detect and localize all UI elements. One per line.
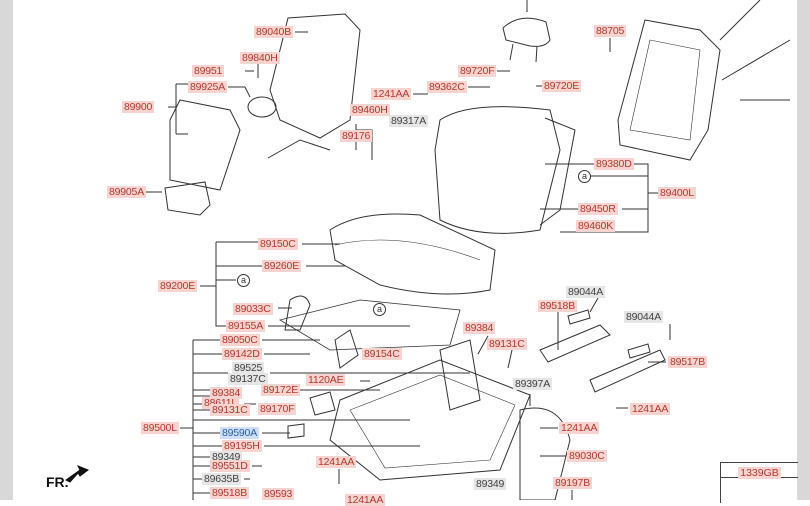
rear-seatback-part: [434, 106, 576, 234]
part-label[interactable]: 89905A: [107, 186, 147, 198]
part-label[interactable]: 89720E: [542, 80, 582, 92]
seat-frame-part: [278, 299, 531, 481]
viewer-left-edge: [0, 0, 13, 500]
part-label[interactable]: 89195H: [222, 440, 262, 452]
legend-box: 1339GB: [720, 462, 798, 503]
callout-a-marker: a: [237, 274, 250, 287]
part-label[interactable]: 89951: [192, 65, 225, 77]
seat-cushion-part: [329, 213, 496, 295]
part-label-selected[interactable]: 89590A: [220, 427, 260, 439]
part-label[interactable]: 89050C: [220, 334, 260, 346]
part-label[interactable]: 89518B: [210, 487, 250, 499]
part-label[interactable]: 89460K: [576, 220, 616, 232]
part-label[interactable]: 89033C: [233, 303, 273, 315]
part-label[interactable]: 1241AA: [630, 403, 671, 415]
part-label[interactable]: 89460H: [350, 104, 390, 116]
part-label[interactable]: 89131C: [487, 338, 527, 350]
part-label[interactable]: 89044A: [566, 286, 606, 298]
part-label[interactable]: 1241AA: [559, 422, 600, 434]
part-label[interactable]: 89260E: [262, 260, 302, 272]
viewer-right-edge: [797, 0, 810, 500]
part-label[interactable]: 89840H: [240, 52, 280, 64]
part-label[interactable]: 89349: [474, 478, 507, 490]
part-label[interactable]: 89525: [232, 362, 265, 374]
part-label[interactable]: 89551D: [210, 460, 250, 472]
part-label[interactable]: 89200E: [158, 280, 198, 292]
part-label[interactable]: 1241AA: [371, 88, 412, 100]
part-label[interactable]: 1120AE: [306, 374, 346, 386]
legend-box-label[interactable]: 1339GB: [738, 467, 781, 479]
part-label[interactable]: 89172E: [261, 384, 301, 396]
part-label[interactable]: 89142D: [222, 348, 262, 360]
part-label[interactable]: 89450R: [578, 203, 618, 215]
part-label[interactable]: 89720F: [458, 65, 497, 77]
part-label[interactable]: 89925A: [188, 81, 228, 93]
center-armrest-part: [267, 13, 361, 159]
part-label[interactable]: 89900: [122, 101, 155, 113]
part-label[interactable]: 89176: [340, 130, 373, 142]
part-label[interactable]: 89197B: [553, 477, 593, 489]
part-label[interactable]: 89384: [210, 387, 243, 399]
part-label[interactable]: 89150C: [258, 238, 298, 250]
part-label[interactable]: 89154C: [362, 348, 402, 360]
part-label[interactable]: 89362C: [427, 81, 467, 93]
fr-arrow-icon: [65, 465, 90, 483]
recliner-part: [439, 339, 571, 500]
part-label[interactable]: 1241AA: [316, 456, 357, 468]
callout-a-marker: a: [578, 170, 591, 183]
part-label[interactable]: 89131C: [210, 404, 250, 416]
part-label[interactable]: 89518B: [538, 300, 578, 312]
part-label[interactable]: 89384: [463, 322, 496, 334]
part-label[interactable]: 89040B: [254, 26, 294, 38]
callout-a-marker: a: [373, 303, 386, 316]
part-label[interactable]: 89400L: [658, 187, 696, 199]
part-label[interactable]: 89030C: [567, 450, 607, 462]
part-label[interactable]: 89635B: [202, 473, 242, 485]
part-label[interactable]: 89517B: [668, 356, 708, 368]
part-label[interactable]: 89137C: [228, 373, 268, 385]
part-label[interactable]: 89593: [262, 488, 295, 500]
part-label[interactable]: 89317A: [389, 115, 429, 127]
part-label[interactable]: 89500L: [141, 422, 179, 434]
side-cover-parts: [284, 295, 359, 439]
part-label[interactable]: 89155A: [226, 320, 266, 332]
part-label[interactable]: 89044A: [624, 311, 664, 323]
part-label[interactable]: 89380D: [594, 158, 634, 170]
part-label[interactable]: 1241AA: [345, 494, 386, 506]
part-label[interactable]: 88705: [594, 25, 627, 37]
part-label[interactable]: 89170F: [258, 403, 297, 415]
front-direction-label: FR.: [46, 474, 69, 490]
seatback-frame-part: [617, 0, 791, 161]
armrest-cover-part: [164, 96, 277, 216]
seat-track-parts: [539, 309, 666, 393]
headrest-part: [502, 0, 551, 63]
part-label[interactable]: 89397A: [513, 378, 553, 390]
